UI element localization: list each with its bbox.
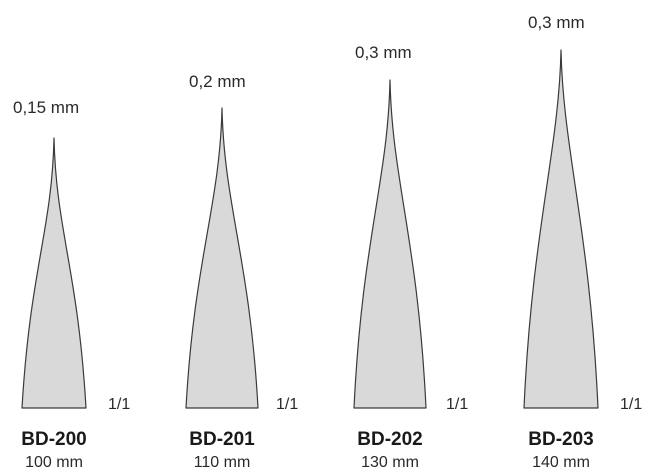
tip-profile-bd-200 [21,137,87,409]
length-label-bd-203: 140 mm [532,454,590,471]
model-name-bd-200: BD-200 [21,429,87,450]
tip-profile-bd-202 [353,79,427,409]
model-name-bd-202: BD-202 [357,429,423,450]
tip-width-label-bd-203: 0,3 mm [528,13,585,32]
length-label-bd-202: 130 mm [361,454,419,471]
model-name-bd-201: BD-201 [189,429,255,450]
scale-label-bd-203: 1/1 [620,396,643,413]
tip-width-label-bd-201: 0,2 mm [189,72,246,91]
model-name-bd-203: BD-203 [528,429,594,450]
tip-width-label-bd-202: 0,3 mm [355,43,412,62]
tip-profile-bd-201 [185,107,259,409]
tip-width-label-bd-200: 0,15 mm [13,98,80,117]
length-label-bd-200: 100 mm [25,454,83,471]
length-label-bd-201: 110 mm [193,454,251,471]
scale-label-bd-201: 1/1 [276,396,299,413]
scale-label-bd-202: 1/1 [446,396,469,413]
tip-profile-bd-203 [523,49,599,409]
scale-label-bd-200: 1/1 [108,396,131,413]
